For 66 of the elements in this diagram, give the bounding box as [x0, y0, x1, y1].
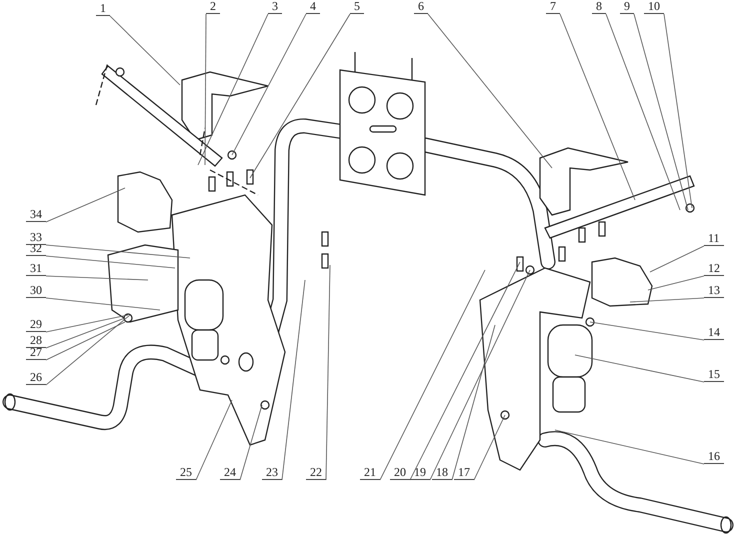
- leader-line: [554, 430, 704, 464]
- callout-number: 15: [704, 368, 724, 382]
- leader-line: [46, 318, 126, 348]
- leader-line: [410, 262, 520, 480]
- callout-number: 5: [350, 0, 364, 14]
- callout-number: 30: [26, 284, 46, 298]
- callout-number: 17: [454, 466, 474, 480]
- leader-line: [46, 188, 126, 222]
- callout-number: 20: [390, 466, 410, 480]
- leader-line: [428, 14, 552, 168]
- callout-number: 13: [704, 284, 724, 298]
- callout-number: 10: [644, 0, 664, 14]
- leader-line: [648, 276, 704, 290]
- leader-line: [240, 404, 262, 480]
- leader-line: [46, 314, 128, 332]
- callout-number: 29: [26, 318, 46, 332]
- callout-number: 2: [206, 0, 220, 14]
- leader-line: [46, 298, 160, 310]
- leader-line: [46, 322, 126, 360]
- callout-number: 21: [360, 466, 380, 480]
- leader-line: [560, 14, 636, 200]
- callout-number: 3: [268, 0, 282, 14]
- leader-line: [574, 354, 704, 382]
- callout-number: 34: [26, 208, 46, 222]
- callout-number: 18: [432, 466, 452, 480]
- leader-line: [650, 246, 704, 272]
- leader-line: [474, 414, 506, 480]
- leader-line: [198, 14, 268, 166]
- callout-number: 7: [546, 0, 560, 14]
- leader-line: [282, 280, 306, 480]
- leader-line: [232, 14, 306, 156]
- callout-number: 19: [410, 466, 430, 480]
- leader-line: [634, 14, 688, 210]
- callout-number: 26: [26, 371, 46, 385]
- leader-line: [606, 14, 680, 210]
- leader-line: [630, 298, 704, 302]
- callout-number: 16: [704, 450, 724, 464]
- callout-number: 8: [592, 0, 606, 14]
- callout-number: 9: [620, 0, 634, 14]
- leader-line: [326, 264, 330, 480]
- leader-line: [380, 270, 486, 480]
- leader-line: [196, 400, 232, 480]
- leader-line: [430, 270, 530, 480]
- callout-number: 14: [704, 326, 724, 340]
- callout-number: 22: [306, 466, 326, 480]
- leader-line: [46, 276, 148, 280]
- leader-line: [46, 256, 176, 268]
- callout-number: 31: [26, 262, 46, 276]
- callout-number: 4: [306, 0, 320, 14]
- callout-number: 11: [704, 232, 724, 246]
- leader-line: [204, 14, 206, 166]
- callout-number: 33: [26, 231, 46, 245]
- leader-line: [110, 16, 180, 86]
- callout-number: 12: [704, 262, 724, 276]
- leader-line: [250, 14, 350, 178]
- callout-number: 1: [96, 2, 110, 16]
- callout-number: 28: [26, 334, 46, 348]
- callout-number: 6: [414, 0, 428, 14]
- callout-number: 27: [26, 346, 46, 360]
- leader-line: [452, 324, 496, 480]
- callout-number: 25: [176, 466, 196, 480]
- leader-line: [590, 322, 704, 340]
- leader-line: [46, 244, 190, 258]
- callout-number: 23: [262, 466, 282, 480]
- leader-line: [664, 14, 692, 208]
- callout-number: 24: [220, 466, 240, 480]
